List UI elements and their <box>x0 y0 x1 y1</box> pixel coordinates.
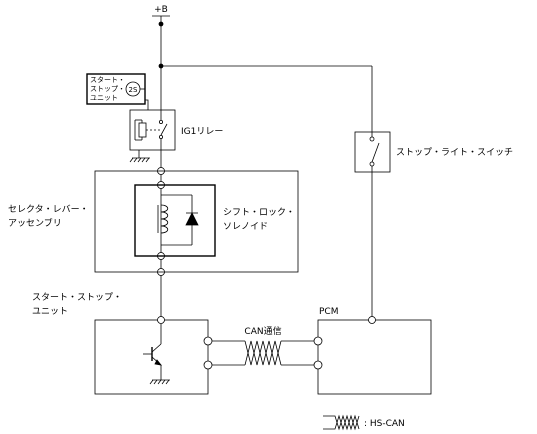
ig1-relay-box <box>129 109 176 151</box>
ig1-relay-label: IG1リレー <box>181 127 223 137</box>
stop-light-switch-label: ストップ・ライト・スイッチ <box>396 147 513 158</box>
pcm-can-terminal-2 <box>313 360 323 370</box>
ss-unit-label-line2: ユニット <box>32 307 68 317</box>
relay-contact-top <box>158 120 163 125</box>
stop-light-switch-box <box>354 131 391 173</box>
supply-junction <box>158 21 164 27</box>
selector-label-line2: アッセンブリ <box>8 217 62 229</box>
hs-can-legend-label: : HS-CAN <box>364 419 405 429</box>
start-stop-unit-box <box>94 319 209 395</box>
switch-blade <box>371 142 380 163</box>
switch-contact-top <box>369 136 375 142</box>
shift-lock-solenoid-box <box>134 184 216 257</box>
can-twist-b <box>244 340 282 366</box>
ss-can-terminal-1 <box>203 336 213 346</box>
power-label: +B <box>154 5 168 15</box>
pcm-can-terminal-1 <box>313 336 323 346</box>
legend-twist-b <box>323 414 360 431</box>
pcm-box <box>317 319 432 395</box>
ss-inset-pin-label: 2S <box>129 86 138 94</box>
pcm-terminal-top <box>368 316 376 324</box>
relay-contact-bottom <box>158 134 163 139</box>
ss-inset-line3: ユニット <box>90 94 118 102</box>
ss-unit-label-line1: スタート・ストップ・ <box>32 292 122 303</box>
ss-terminal-top <box>157 316 165 324</box>
ss-can-terminal-2 <box>203 360 213 370</box>
relay-coil <box>138 122 147 138</box>
relay-blade <box>160 123 168 136</box>
can-twist-a <box>244 340 282 366</box>
solenoid-coil-icon <box>160 204 169 234</box>
selector-label-line1: セレクタ・レバー・ <box>8 204 89 215</box>
selector-lever-assembly-box <box>94 170 299 273</box>
ss-inset-line1: スタート・ <box>90 75 125 84</box>
can-label: CAN通信 <box>244 325 281 337</box>
solenoid-label-line1: シフト・ロック・ <box>223 207 295 218</box>
pcm-label: PCM <box>319 307 338 317</box>
solenoid-label-line2: ソレノイド <box>223 222 268 232</box>
ss-inset-line2: ストップ・ <box>90 85 125 93</box>
diode-icon <box>185 212 199 226</box>
switch-contact-bottom <box>369 161 375 167</box>
